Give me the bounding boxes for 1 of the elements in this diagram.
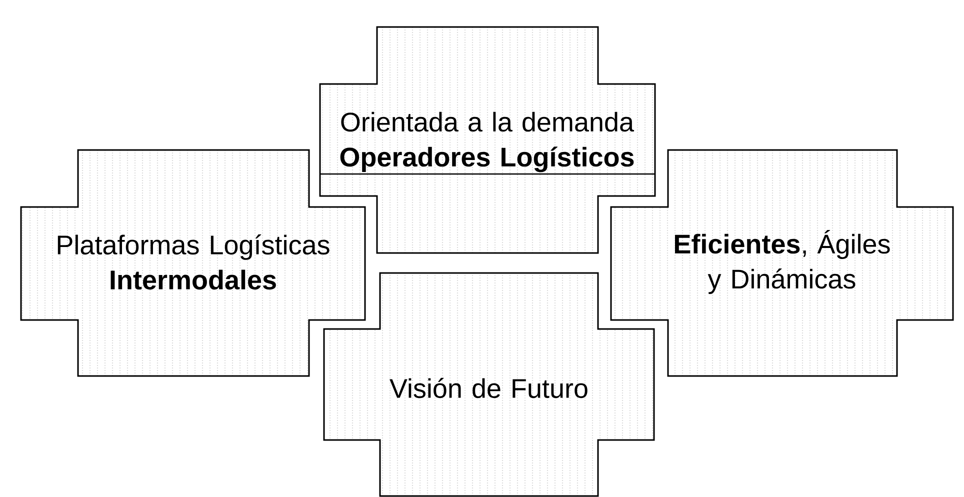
cross-box: Visión de Futuro — [323, 272, 655, 497]
